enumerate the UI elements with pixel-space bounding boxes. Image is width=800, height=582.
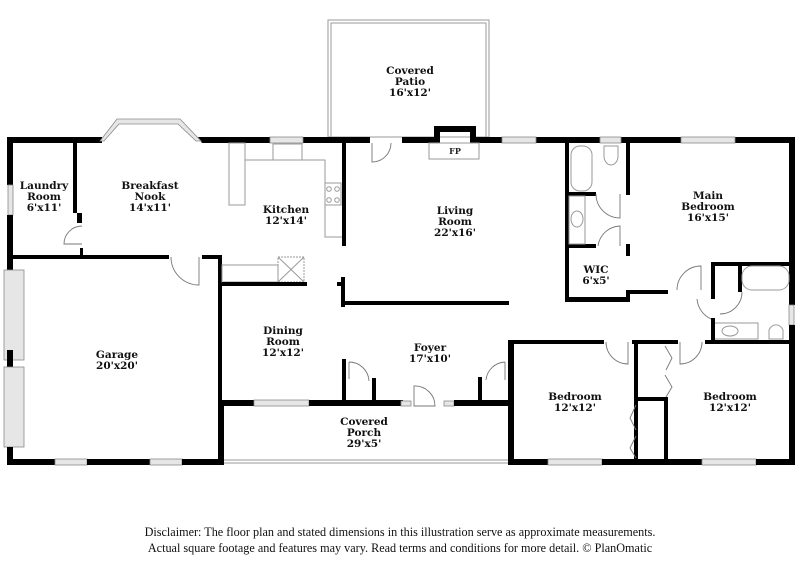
room-name-line: Bedroom bbox=[703, 391, 757, 403]
room-name-line: Dining bbox=[263, 325, 303, 337]
room-dimensions: 14'x11' bbox=[129, 202, 171, 214]
room-name-line: Room bbox=[27, 191, 61, 203]
disclaimer: Disclaimer: The floor plan and stated di… bbox=[0, 524, 800, 556]
room-dimensions: 6'x11' bbox=[26, 202, 62, 214]
room-dimensions: 17'x10' bbox=[409, 353, 451, 365]
room-name-line: Laundry bbox=[19, 180, 69, 192]
room-name-line: Bedroom bbox=[548, 391, 602, 403]
room-dimensions: 16'x15' bbox=[687, 212, 729, 224]
room-name-line: Main bbox=[692, 190, 724, 202]
room-name-line: Covered bbox=[340, 416, 388, 428]
room-name-line: Covered bbox=[386, 65, 434, 77]
room-name-line: Breakfast bbox=[121, 180, 179, 192]
room-name-line: Patio bbox=[394, 76, 426, 88]
room-name-line: Kitchen bbox=[262, 204, 310, 216]
room-name-line: Garage bbox=[95, 349, 139, 361]
room-name-line: WIC bbox=[583, 264, 609, 276]
room-dimensions: 12'x14' bbox=[265, 215, 307, 227]
room-dimensions: 20'x20' bbox=[96, 360, 138, 372]
room-name-line: Room bbox=[438, 216, 472, 228]
room-dimensions: 16'x12' bbox=[389, 87, 431, 99]
fireplace-label: FP bbox=[449, 146, 461, 156]
room-dimensions: 12'x12' bbox=[262, 347, 304, 359]
room-name-line: Living bbox=[436, 205, 474, 217]
room-name-line: Porch bbox=[346, 427, 382, 439]
disclaimer-line-2: Actual square footage and features may v… bbox=[147, 541, 653, 555]
room-name-line: Foyer bbox=[413, 342, 447, 354]
room-dimensions: 12'x12' bbox=[709, 402, 751, 414]
room-name-line: Bedroom bbox=[681, 201, 735, 213]
disclaimer-line-1: Disclaimer: The floor plan and stated di… bbox=[144, 525, 656, 539]
room-dimensions: 12'x12' bbox=[554, 402, 596, 414]
room-dimensions: 6'x5' bbox=[582, 275, 610, 287]
room-name-line: Room bbox=[266, 336, 300, 348]
room-dimensions: 22'x16' bbox=[434, 227, 476, 239]
room-name-line: Nook bbox=[134, 191, 166, 203]
room-dimensions: 29'x5' bbox=[346, 438, 382, 450]
